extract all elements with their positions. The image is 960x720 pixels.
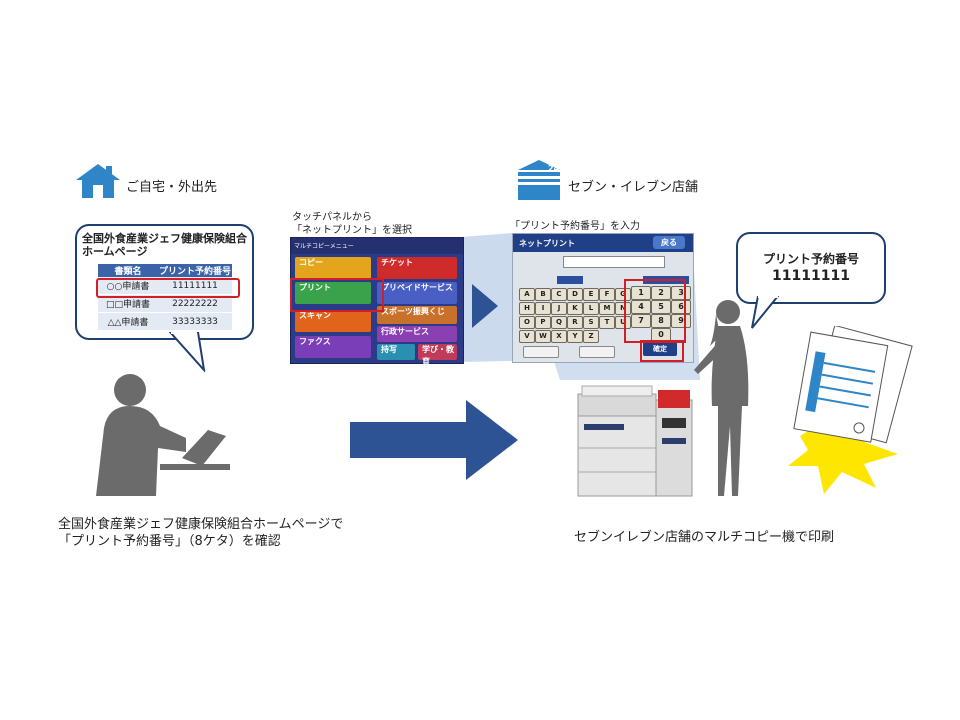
key[interactable]: Y bbox=[567, 330, 583, 343]
clear-button[interactable] bbox=[523, 346, 559, 358]
netprint-keypad-panel: ネットプリント 戻る A B C D E F G H I J K L M N O… bbox=[512, 233, 694, 363]
key[interactable]: V bbox=[519, 330, 535, 343]
person-laptop-icon bbox=[96, 374, 230, 496]
key[interactable]: P bbox=[535, 316, 551, 329]
key[interactable]: Z bbox=[583, 330, 599, 343]
numberpad-highlight bbox=[624, 279, 686, 343]
number-display bbox=[557, 276, 583, 284]
home-location-label: ご自宅・外出先 bbox=[126, 180, 218, 195]
key[interactable]: K bbox=[567, 302, 583, 315]
number-key[interactable]: 8 bbox=[651, 314, 671, 328]
confirm-highlight bbox=[640, 340, 684, 362]
table-cell: 11111111 bbox=[158, 277, 232, 295]
key[interactable]: C bbox=[551, 288, 567, 301]
number-key[interactable]: 5 bbox=[651, 300, 671, 314]
key[interactable]: F bbox=[599, 288, 615, 301]
table-cell: □□申請書 bbox=[98, 294, 158, 313]
key[interactable]: R bbox=[567, 316, 583, 329]
bubble-number-value: 11111111 bbox=[772, 268, 850, 284]
table-header-form: 書類名 bbox=[98, 264, 158, 277]
small-arrow-icon bbox=[472, 284, 498, 328]
key[interactable]: H bbox=[519, 302, 535, 315]
menu-tile[interactable]: スポーツ振興くじ bbox=[377, 306, 457, 324]
table-header-number: プリント予約番号 bbox=[158, 264, 232, 277]
right-caption: セブンイレブン店舗のマルチコピー機で印刷 bbox=[574, 530, 835, 545]
panel-title: ネットプリント bbox=[519, 239, 575, 248]
table-cell: ○○申請書 bbox=[98, 277, 158, 295]
key[interactable]: D bbox=[567, 288, 583, 301]
store-icon: 24 bbox=[518, 160, 560, 200]
key[interactable]: Q bbox=[551, 316, 567, 329]
bubble-tail bbox=[168, 332, 206, 372]
key[interactable]: W bbox=[535, 330, 551, 343]
message-box bbox=[563, 256, 665, 268]
store-location-label: セブン・イレブン店舗 bbox=[568, 180, 699, 195]
menu-tile[interactable]: 行政サービス bbox=[377, 326, 457, 342]
house-icon bbox=[76, 164, 120, 198]
table-row: □□申請書 22222222 bbox=[98, 294, 232, 313]
key[interactable]: T bbox=[599, 316, 615, 329]
table-row: ○○申請書 11111111 bbox=[98, 277, 232, 295]
woman-silhouette-icon bbox=[694, 300, 749, 496]
key[interactable]: G bbox=[615, 288, 631, 301]
menu-tile[interactable]: 学び・教育 bbox=[418, 344, 457, 366]
big-arrow-icon bbox=[350, 400, 518, 480]
menu-tile[interactable]: 持写 bbox=[377, 344, 415, 360]
homepage-title: 全国外食産業ジェフ健康保険組合ホームページ bbox=[82, 232, 247, 258]
menu-tile[interactable]: コピー bbox=[295, 257, 371, 279]
number-key[interactable]: 6 bbox=[671, 300, 691, 314]
copy-machine-icon bbox=[577, 385, 693, 497]
number-key[interactable]: 3 bbox=[671, 286, 691, 300]
svg-text:24: 24 bbox=[548, 164, 560, 173]
key[interactable]: O bbox=[519, 316, 535, 329]
key[interactable]: J bbox=[551, 302, 567, 315]
number-key[interactable]: 7 bbox=[631, 314, 651, 328]
bubble-tail bbox=[751, 296, 780, 329]
number-speech-bubble bbox=[736, 232, 886, 304]
form-number-table: 書類名 プリント予約番号 ○○申請書 11111111 □□申請書 222222… bbox=[98, 264, 232, 331]
menu-title: マルチコピーメニュー bbox=[294, 243, 354, 250]
number-key[interactable]: 2 bbox=[651, 286, 671, 300]
key[interactable]: U bbox=[615, 316, 631, 329]
input-instruction: 「プリント予約番号」を入力 bbox=[510, 221, 640, 232]
back-button[interactable]: 戻る bbox=[653, 236, 685, 249]
key[interactable]: I bbox=[535, 302, 551, 315]
touch-instruction-line1: タッチパネルから bbox=[292, 212, 372, 223]
key[interactable]: E bbox=[583, 288, 599, 301]
left-caption-line1: 全国外食産業ジェフ健康保険組合ホームページで bbox=[58, 517, 344, 532]
key[interactable]: S bbox=[583, 316, 599, 329]
highlight-row bbox=[96, 278, 240, 298]
touch-instruction-line2: 「ネットプリント」を選択 bbox=[292, 225, 412, 236]
confirm-key[interactable]: 確定 bbox=[643, 342, 677, 356]
table-cell: △△申請書 bbox=[98, 312, 158, 331]
clear-all-button[interactable] bbox=[579, 346, 615, 358]
key[interactable]: N bbox=[615, 302, 631, 315]
print-highlight bbox=[290, 278, 384, 312]
table-cell: 22222222 bbox=[158, 294, 232, 313]
menu-tile[interactable]: スキャン bbox=[295, 310, 371, 332]
table-cell: 33333333 bbox=[158, 312, 232, 331]
printed-documents-icon bbox=[788, 326, 913, 494]
table-row: △△申請書 33333333 bbox=[98, 312, 232, 331]
bubble-number-label: プリント予約番号 bbox=[762, 252, 859, 266]
left-caption-line2: 「プリント予約番号」（8ケタ）を確認 bbox=[58, 534, 281, 549]
menu-tile[interactable]: プリペイドサービス bbox=[377, 282, 457, 304]
multicopy-menu-panel: マルチコピーメニュー コピー チケット プリント プリペイドサービス スキャン … bbox=[290, 237, 464, 366]
number-key[interactable]: 1 bbox=[631, 286, 651, 300]
key[interactable]: X bbox=[551, 330, 567, 343]
key[interactable]: L bbox=[583, 302, 599, 315]
number-key[interactable]: 9 bbox=[671, 314, 691, 328]
key[interactable]: B bbox=[535, 288, 551, 301]
menu-tile[interactable]: チケット bbox=[377, 257, 457, 279]
key[interactable]: A bbox=[519, 288, 535, 301]
menu-tile[interactable]: ファクス bbox=[295, 336, 371, 358]
key[interactable]: M bbox=[599, 302, 615, 315]
menu-tile[interactable]: プリント bbox=[295, 282, 371, 304]
number-key[interactable]: 4 bbox=[631, 300, 651, 314]
